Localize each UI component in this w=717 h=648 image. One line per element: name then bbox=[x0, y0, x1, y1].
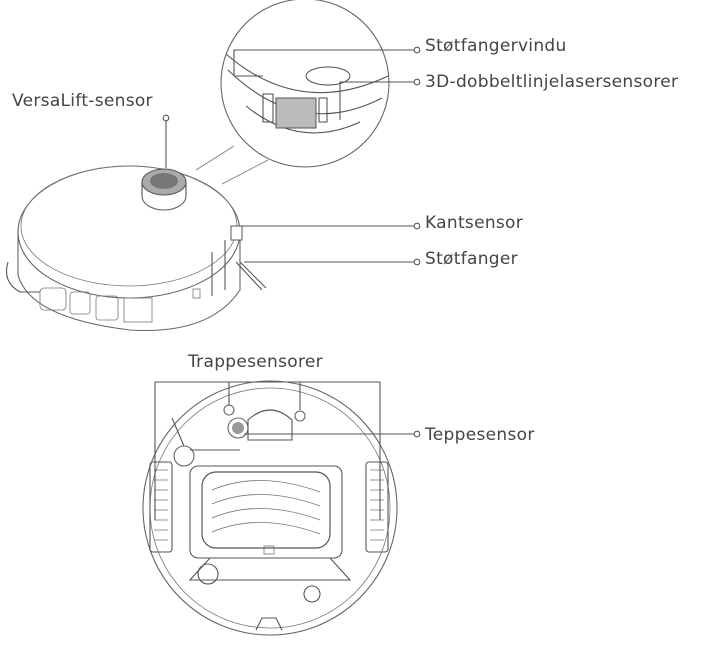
zoom-detail-illustration bbox=[220, 0, 390, 168]
label-bumper-window: Støtfangervindu bbox=[425, 36, 567, 56]
label-carpet-sensor: Teppesensor bbox=[425, 425, 535, 445]
leader-lines-bottom bbox=[154, 381, 421, 520]
label-cliff-sensors: Trappesensorer bbox=[188, 352, 323, 372]
leader-lines-top bbox=[162, 46, 421, 266]
label-laser-sensors: 3D-dobbeltlinjelasersensorer bbox=[425, 72, 679, 92]
label-versalift-sensor: VersaLift-sensor bbox=[12, 91, 153, 111]
label-edge-sensor: Kantsensor bbox=[425, 213, 524, 233]
label-bumper: Støtfanger bbox=[425, 249, 518, 269]
robot-bottom-illustration bbox=[142, 380, 398, 636]
robot-top-illustration bbox=[5, 165, 267, 332]
